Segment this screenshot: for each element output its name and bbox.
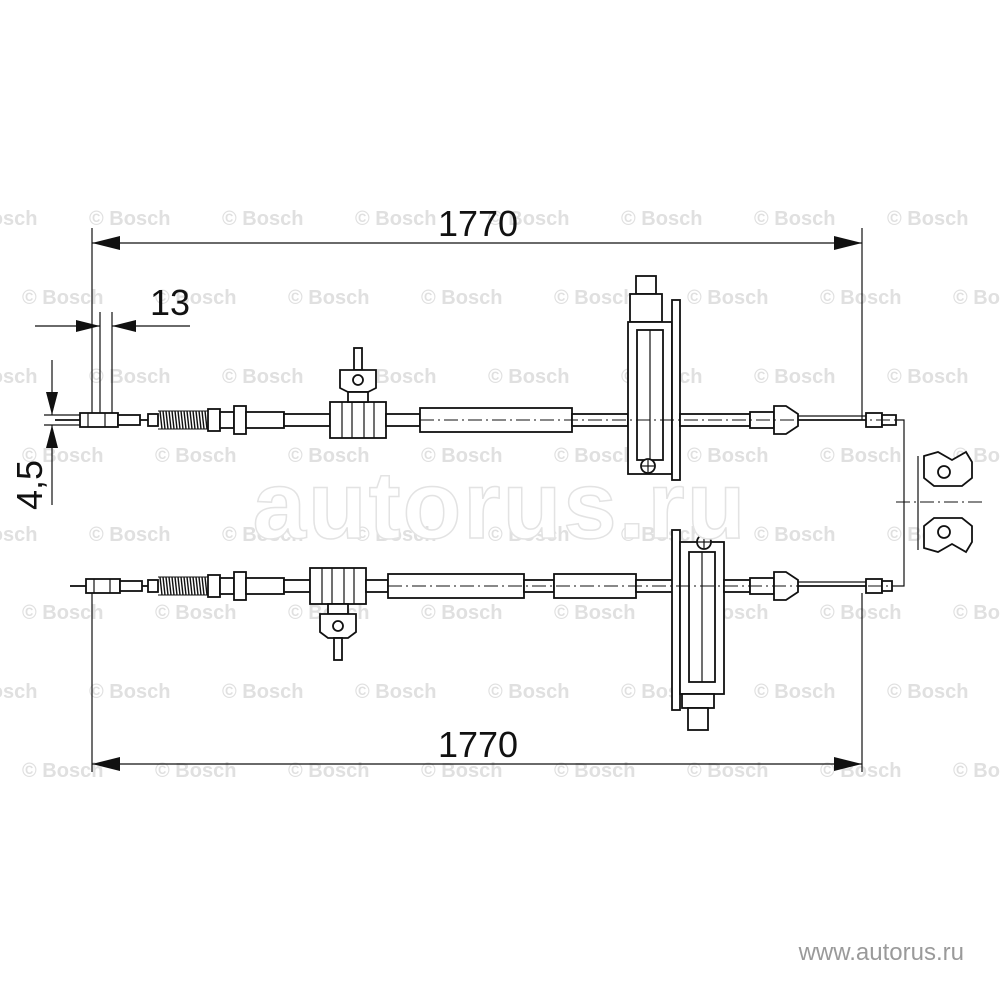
bosch-watermark: © Bosch [155,287,236,309]
lower-mounting-bracket [671,529,725,731]
right-connector [892,419,985,587]
autorus-watermark: autorus.ru [253,452,748,559]
dimension-label-lower: 1770 [438,724,518,765]
bosch-watermark: © Bosch [0,366,37,388]
bosch-watermark: © Bosch [754,681,835,703]
bosch-watermark: © Bosch [820,760,901,782]
bosch-watermark: © Bosch [488,208,569,230]
bosch-watermark: © Bosch [222,681,303,703]
bosch-watermark: © Bosch [687,445,768,467]
bosch-watermark: © Bosch [488,524,569,546]
bosch-watermark: © Bosch [155,445,236,467]
bosch-watermark-grid: © Bosch © Bosch © Bosch © Bosch © Bosch © Bos… [0,208,1000,782]
bosch-watermark: © Bosch [155,760,236,782]
bosch-watermark: © Bosch [89,681,170,703]
bosch-watermark: © Bosch [421,287,502,309]
bosch-watermark: © Bosch [953,760,1000,782]
bosch-watermark: © Bosch [953,602,1000,624]
autorus-url: www.autorus.ru [798,939,964,966]
bosch-watermark: © Bosch [820,445,901,467]
bosch-watermark: © Bosch [155,602,236,624]
dimension-label-diameter: 4,5 [9,460,50,510]
dimension-bottom-1770: 1770 [91,593,863,772]
bosch-watermark: © Bosch [288,287,369,309]
bosch-watermark: © Bosch [89,208,170,230]
bosch-watermark: © Bosch [355,681,436,703]
bosch-watermark: © Bosch [222,524,303,546]
bosch-watermark: © Bosch [554,602,635,624]
bosch-watermark: © Bosch [621,208,702,230]
bosch-watermark: © Bosch [222,208,303,230]
bosch-watermark: © Bosch [222,366,303,388]
dimension-label-upper: 1770 [438,203,518,244]
bosch-watermark: © Bosch [554,760,635,782]
bosch-watermark: © Bosch [488,681,569,703]
upper-spring [158,410,208,430]
bosch-watermark: © Bosch [621,524,702,546]
bosch-watermark: © Bosch [22,287,103,309]
bosch-watermark: © Bosch [820,602,901,624]
bosch-watermark: © Bosch [754,366,835,388]
lower-spring [158,576,208,596]
bosch-watermark: © Bosch [488,366,569,388]
bosch-watermark: © Bosch [288,445,369,467]
bosch-watermark: © Bosch [89,524,170,546]
bosch-watermark: © Bosch [355,524,436,546]
bosch-watermark: © Bosch [22,602,103,624]
bosch-watermark: © Bosch [554,287,635,309]
bosch-watermark: © Bosch [421,445,502,467]
dimension-13: 13 [35,282,190,420]
bosch-watermark: © Bosch [687,760,768,782]
bosch-watermark: © Bosch [687,287,768,309]
lower-cable [70,529,893,731]
bosch-watermark: © Bosch [820,287,901,309]
bosch-watermark: © Bosch [887,208,968,230]
lower-clip-bracket [309,567,367,661]
upper-mounting-bracket [627,275,681,481]
upper-cable [55,275,900,481]
bosch-watermark: © Bosch [355,208,436,230]
bosch-watermark: © Bosch [288,760,369,782]
bosch-watermark: © Bosch [953,287,1000,309]
bosch-watermark: © Bosch [22,445,103,467]
bosch-watermark: © Bosch [0,208,37,230]
bosch-watermark: © Bosch [554,445,635,467]
bosch-watermark: © Bosch [421,602,502,624]
bosch-watermark: © Bosch [754,524,835,546]
bosch-watermark: © Bosch [0,681,37,703]
dimension-label-offset: 13 [150,282,190,323]
dimension-top-1770: 1770 [91,203,863,420]
bosch-watermark: © Bosch [754,208,835,230]
bosch-watermark: © Bosch [22,760,103,782]
upper-clip-bracket [329,347,387,439]
bosch-watermark: © Bosch [0,524,37,546]
bosch-watermark: © Bosch [887,366,968,388]
bosch-watermark: © Bosch [89,366,170,388]
bosch-watermark: © Bosch [421,760,502,782]
bosch-watermark: © Bosch [887,681,968,703]
